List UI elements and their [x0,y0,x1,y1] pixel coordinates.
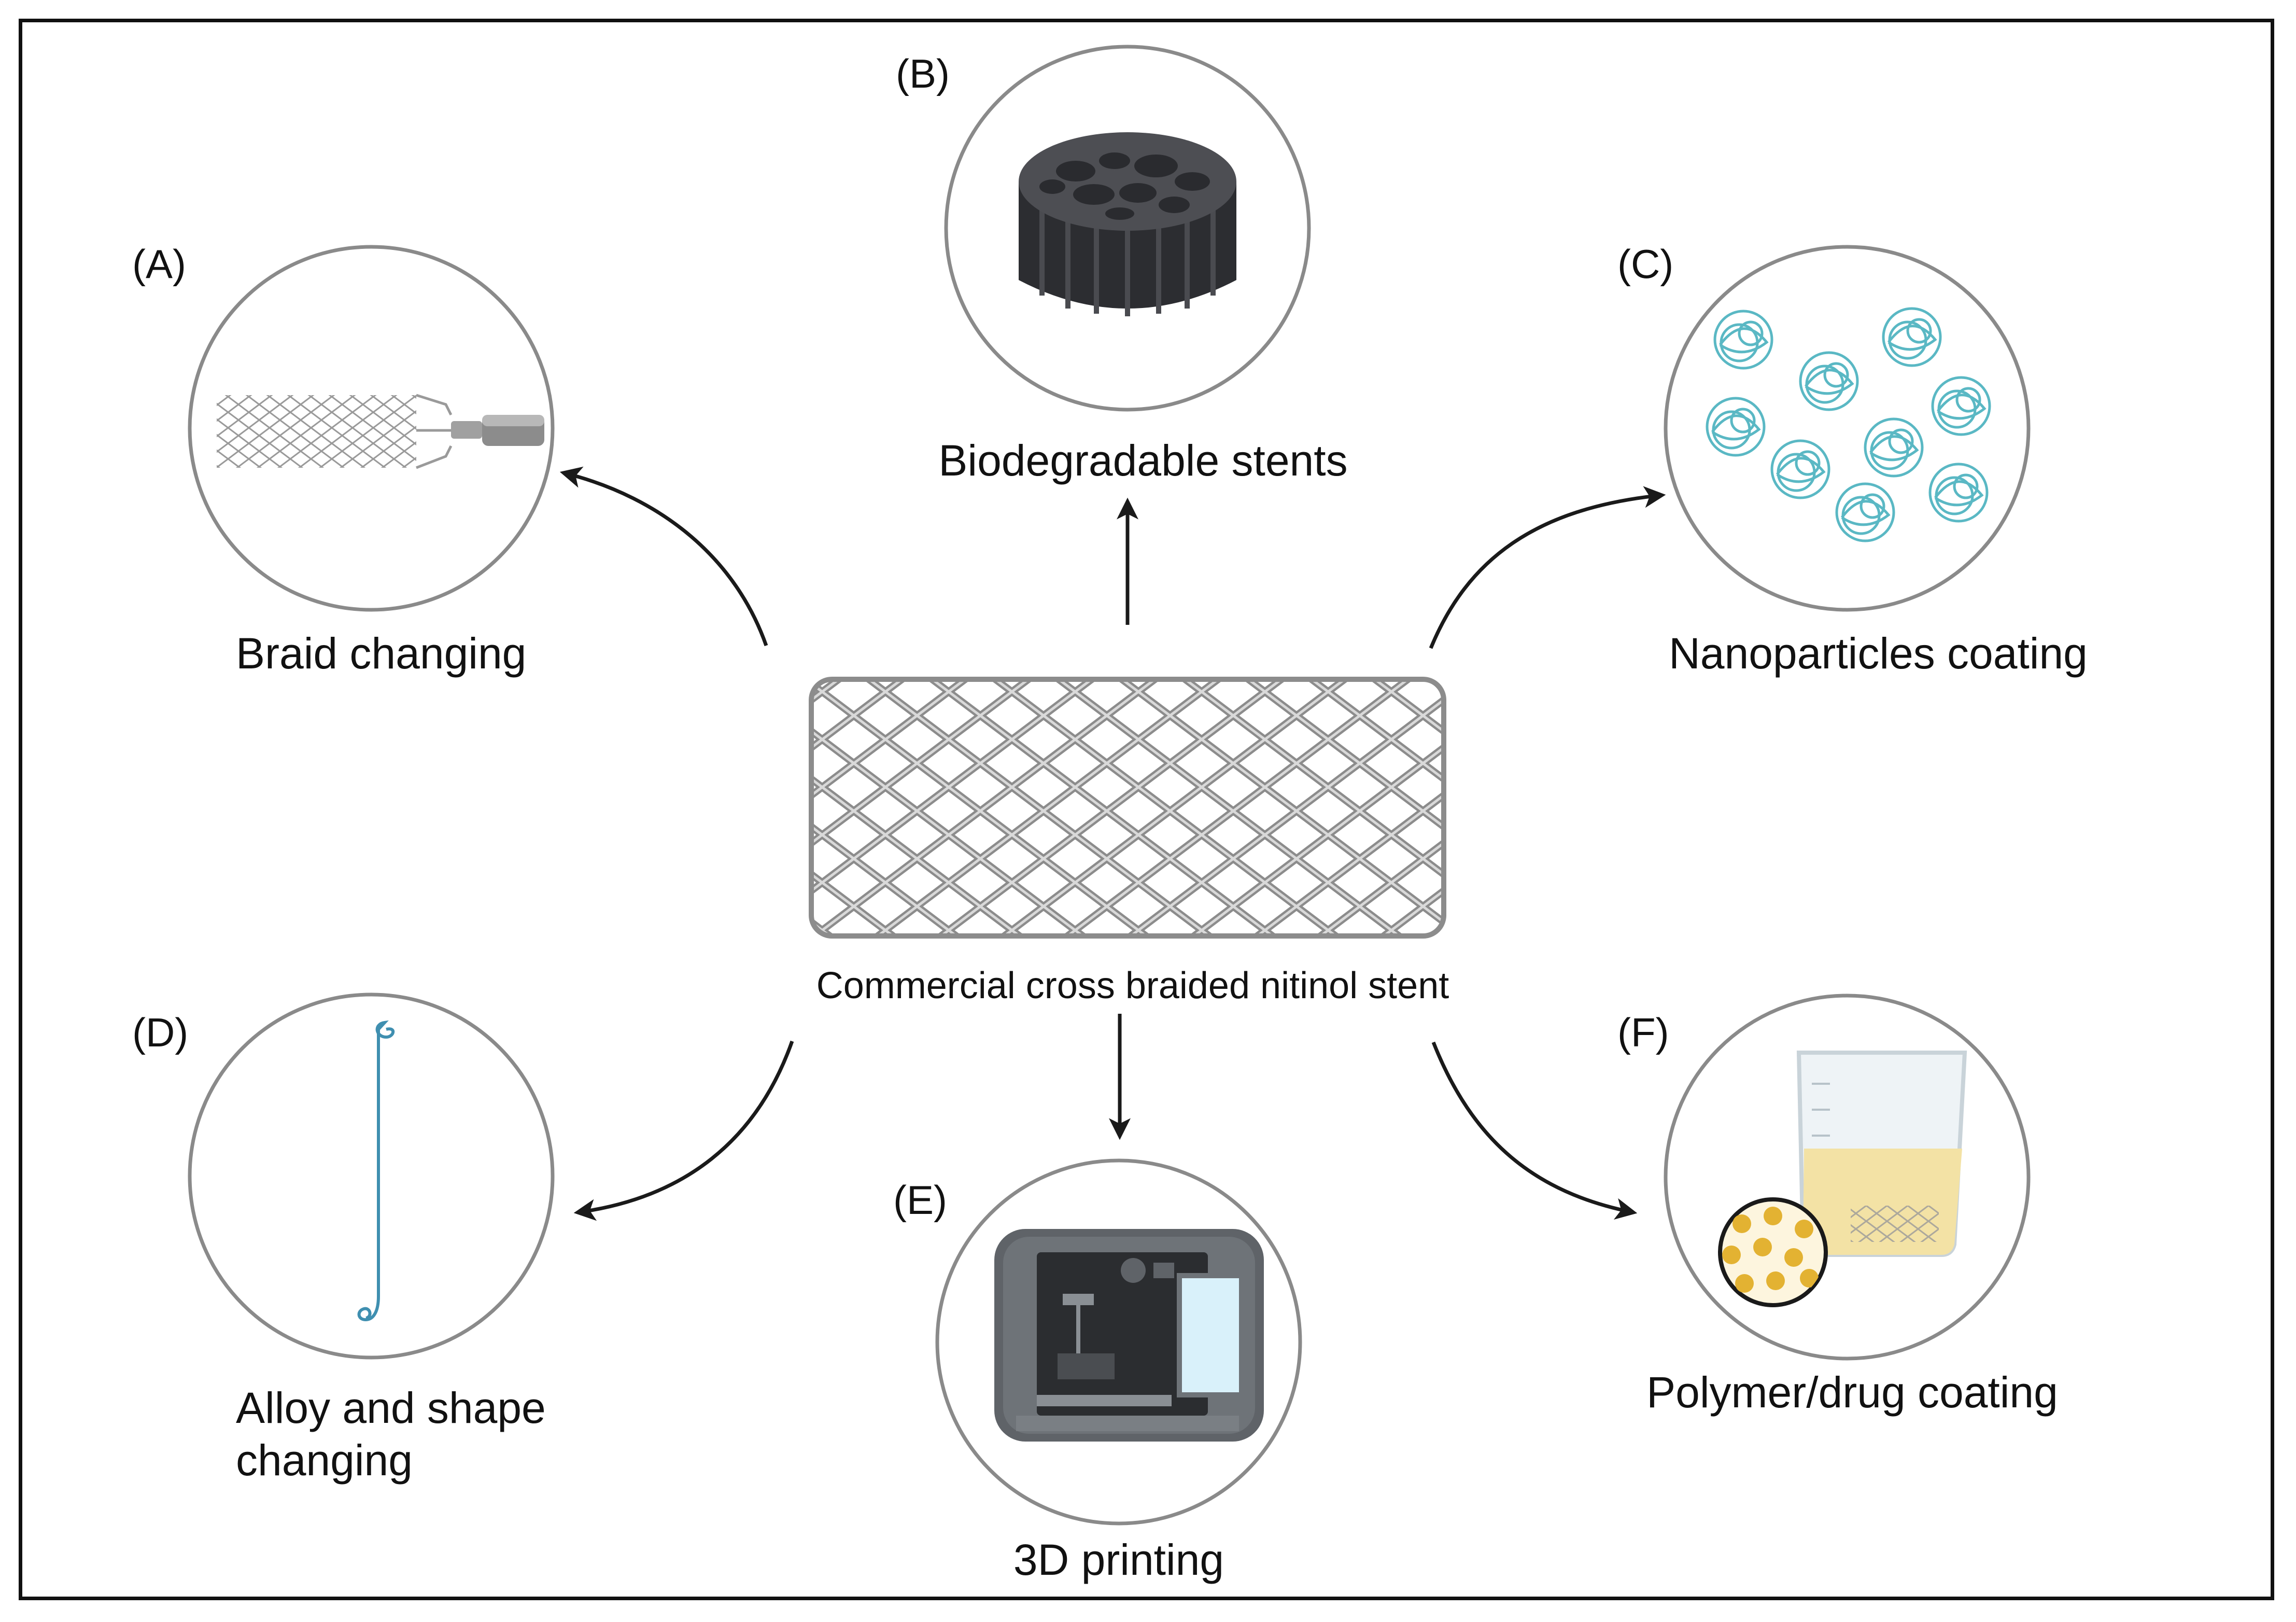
caption-biodegradable-stents: Biodegradable stents [938,436,1348,485]
nanoparticles-icon [1706,307,1991,542]
center-caption: Commercial cross braided nitinol stent [816,965,1449,1006]
arrows [559,466,1666,1221]
arrow-to-A [559,466,768,647]
panel-c-circle [1664,245,2031,612]
magnified-particles-icon [1718,1197,1828,1307]
panel-letter-d: (D) [132,1010,189,1055]
panel-letter-a: (A) [132,241,186,287]
arrow-to-C [1429,486,1666,649]
panel-letter-f: (F) [1617,1010,1669,1055]
braid-stent-icon [217,394,544,469]
caption-3d-printing: 3D printing [1013,1535,1224,1584]
coiled-wire-icon [357,1020,395,1322]
caption-polymer-drug-coating: Polymer/drug coating [1646,1368,2058,1417]
arrow-to-D [573,1040,794,1221]
panel-b-circle [944,45,1311,412]
caption-alloy-and-shape-changing: Alloy and shape changing [236,1383,546,1485]
panel-f-circle [1664,994,2031,1361]
panel-letter-c: (C) [1617,241,1674,287]
3d-printer-icon [994,1229,1264,1442]
arrow-to-F [1431,1041,1638,1220]
panel-e-circle [935,1158,1302,1526]
beaker-icon [1796,1051,1967,1257]
panel-letter-e: (E) [893,1177,947,1223]
center-stent-icon [809,677,1446,939]
panel-d-circle [188,992,555,1360]
caption-braid-changing: Braid changing [236,629,527,678]
panel-letter-b: (B) [896,51,950,96]
caption-nanoparticles-coating: Nanoparticles coating [1669,629,2088,678]
porous-scaffold-icon [1019,132,1236,316]
panel-a-circle [188,245,555,612]
